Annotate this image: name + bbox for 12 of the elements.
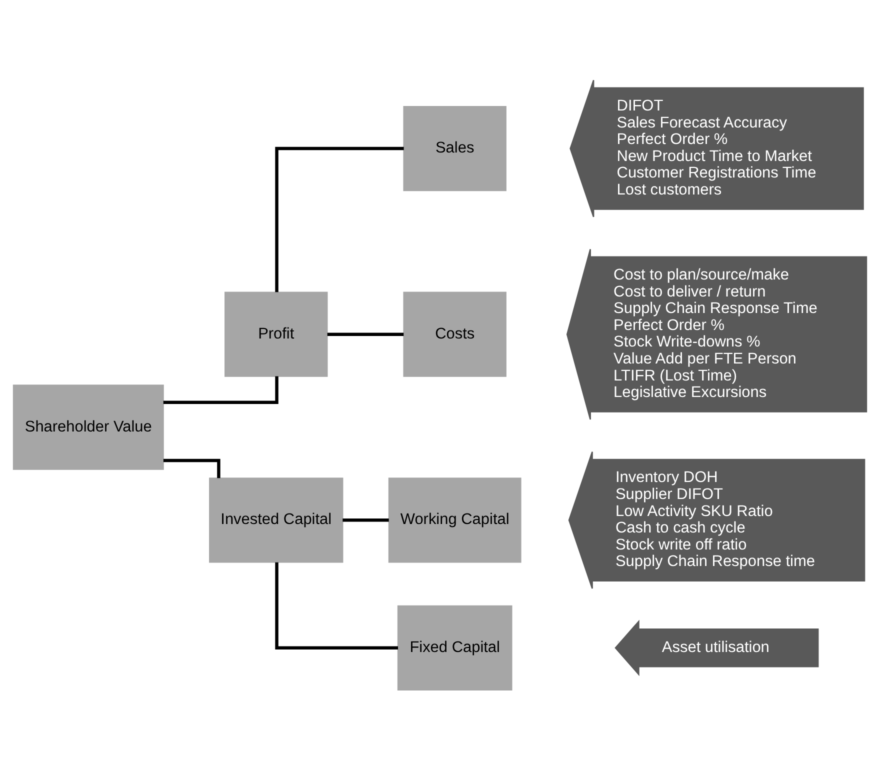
connector <box>342 518 389 522</box>
node-box: Invested Capital <box>209 478 344 563</box>
node-box: Fixed Capital <box>397 605 512 690</box>
node-box: Working Capital <box>388 478 522 563</box>
node-box: Costs <box>403 292 506 377</box>
node-box: Shareholder Value <box>12 384 164 470</box>
connector <box>327 332 404 336</box>
connector <box>275 562 398 650</box>
connector <box>275 146 404 292</box>
node-box: Sales <box>403 106 506 192</box>
connector <box>163 376 278 404</box>
node-box: Profit <box>224 292 328 377</box>
